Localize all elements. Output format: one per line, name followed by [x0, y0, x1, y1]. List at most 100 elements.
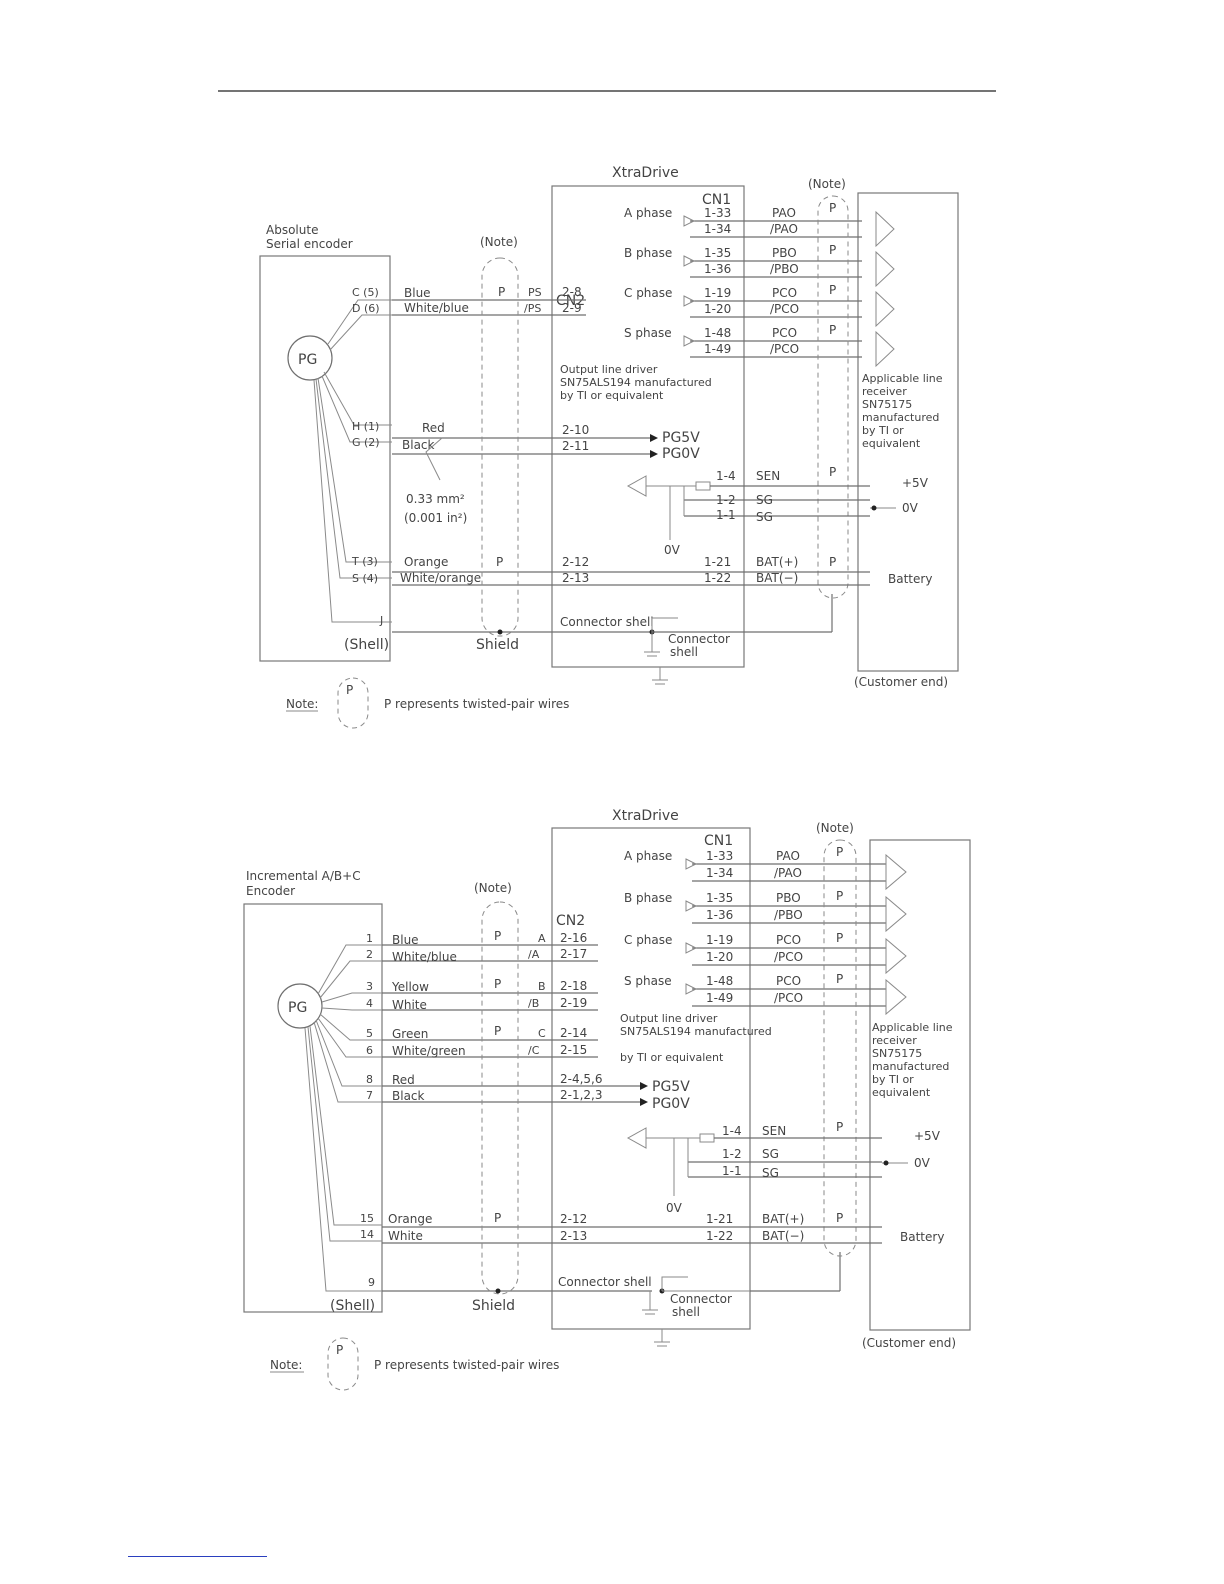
cn1-signal: PAO [776, 849, 800, 863]
pair-mark: P [836, 845, 843, 859]
shield-label: Shield [476, 637, 519, 653]
cn2-pin: 2-11 [562, 439, 589, 453]
receiver-note: SN75175 [872, 1047, 922, 1060]
wire-color: Red [392, 1073, 415, 1087]
pair-mark: P [829, 283, 836, 297]
cn1-signal: BAT(+) [762, 1212, 804, 1226]
cn1-shield-loop [823, 839, 857, 1257]
cn2-pin: 2-10 [562, 423, 589, 437]
receiver-symbol [885, 895, 907, 933]
receiver-note: receiver [862, 385, 907, 398]
cn1-pin: 1-2 [722, 1147, 742, 1161]
cn1-signal: /PBO [774, 908, 803, 922]
note-legend-text: P represents twisted-pair wires [384, 697, 569, 711]
sen-buffer [626, 475, 647, 497]
receiver-note: by TI or [862, 424, 904, 437]
cn1-signal: PBO [772, 246, 797, 260]
cn1-pin: 1-2 [716, 493, 736, 507]
drive-title: XtraDrive [612, 165, 679, 181]
pair-mark: P [346, 683, 353, 697]
pair-mark: P [829, 323, 836, 337]
cn2-pin: 2-4,5,6 [560, 1072, 603, 1086]
term-label: 6 [366, 1044, 373, 1057]
connector-label: Connector [668, 632, 730, 646]
shell-word: shell [670, 645, 698, 659]
cn1-pin: 1-35 [704, 246, 731, 260]
shell-label: (Shell) [330, 1298, 375, 1314]
term-label: 8 [366, 1073, 373, 1086]
plus5v-label: +5V [914, 1129, 941, 1143]
receiver-note: by TI or [872, 1073, 914, 1086]
incremental-encoder-diagram: Incremental A/B+C Encoder XtraDrive CN1 … [243, 808, 971, 1391]
cn1-label: CN1 [704, 833, 733, 849]
drive-title: XtraDrive [612, 808, 679, 824]
customer-end-label: (Customer end) [854, 675, 948, 689]
phase-label: A phase [624, 849, 672, 863]
shield-loop [481, 901, 519, 1295]
wire-color: White [388, 1229, 423, 1243]
cn1-pin: 1-22 [704, 571, 731, 585]
receiver-note: equivalent [862, 437, 921, 450]
shield-loop [481, 257, 519, 637]
cn1-signal: PAO [772, 206, 796, 220]
cable-size: (0.001 in²) [404, 511, 467, 525]
term-label: 15 [360, 1212, 374, 1225]
phase-label: B phase [624, 246, 672, 260]
cn1-pin: 1-1 [722, 1164, 742, 1178]
term-label: H (1) [352, 420, 379, 433]
pair-mark: P [498, 285, 505, 299]
pair-mark: P [836, 972, 843, 986]
cn1-pin: 1-48 [704, 326, 731, 340]
cn2-pin: 2-12 [560, 1212, 587, 1226]
cn1-pin: 1-33 [704, 206, 731, 220]
receiver-note: receiver [872, 1034, 917, 1047]
drive-box [551, 827, 751, 1330]
cn1-pin: 1-21 [704, 555, 731, 569]
shell-word: shell [672, 1305, 700, 1319]
battery-label: Battery [888, 572, 932, 586]
note-label: (Note) [480, 235, 518, 249]
phase-label: B phase [624, 891, 672, 905]
cn1-pin: 1-4 [716, 469, 736, 483]
cn2-signal: /A [528, 948, 540, 961]
wire-color: Black [392, 1089, 425, 1103]
wire-color: Blue [404, 286, 431, 300]
receiver-symbol [885, 853, 907, 891]
driver-note: Output line driver [620, 1012, 718, 1025]
cn1-signal: /PCO [774, 991, 803, 1005]
note-label: (Note) [808, 177, 846, 191]
cn1-signal: BAT(+) [756, 555, 798, 569]
cn1-signal: PCO [772, 286, 797, 300]
pg5v-label: PG5V [652, 1079, 690, 1095]
encoder-title-1: Incremental A/B+C [246, 869, 361, 883]
wire-color: Green [392, 1027, 428, 1041]
pair-mark: P [836, 889, 843, 903]
wire-color: White [392, 998, 427, 1012]
cn1-signal: PCO [772, 326, 797, 340]
pair-mark: P [494, 1211, 501, 1225]
pg-circle [287, 335, 333, 381]
cn1-signal: SG [756, 493, 773, 507]
wire-color: Red [422, 421, 445, 435]
cn1-signal: /PCO [774, 950, 803, 964]
cn1-signal: PBO [776, 891, 801, 905]
cn1-pin: 1-33 [706, 849, 733, 863]
cn1-pin: 1-1 [716, 508, 736, 522]
cn1-pin: 1-20 [706, 950, 733, 964]
zero-volt-label: 0V [664, 543, 681, 557]
term-label: 4 [366, 997, 373, 1010]
cn2-pin: 2-1,2,3 [560, 1088, 603, 1102]
pair-mark: P [836, 1120, 843, 1134]
phase-label: A phase [624, 206, 672, 220]
cn1-pin: 1-49 [704, 342, 731, 356]
cn1-signal: SEN [756, 469, 780, 483]
term-label: T (3) [351, 555, 378, 568]
wire-color: White/orange [400, 571, 481, 585]
pg5v-label: PG5V [662, 430, 700, 446]
connector-shell-label: Connector shell [558, 1275, 652, 1289]
cn1-pin: 1-19 [706, 933, 733, 947]
zero-volt-label: 0V [666, 1201, 683, 1215]
cn1-signal: SEN [762, 1124, 786, 1138]
receiver-symbol [875, 250, 895, 288]
pair-mark: P [494, 1024, 501, 1038]
